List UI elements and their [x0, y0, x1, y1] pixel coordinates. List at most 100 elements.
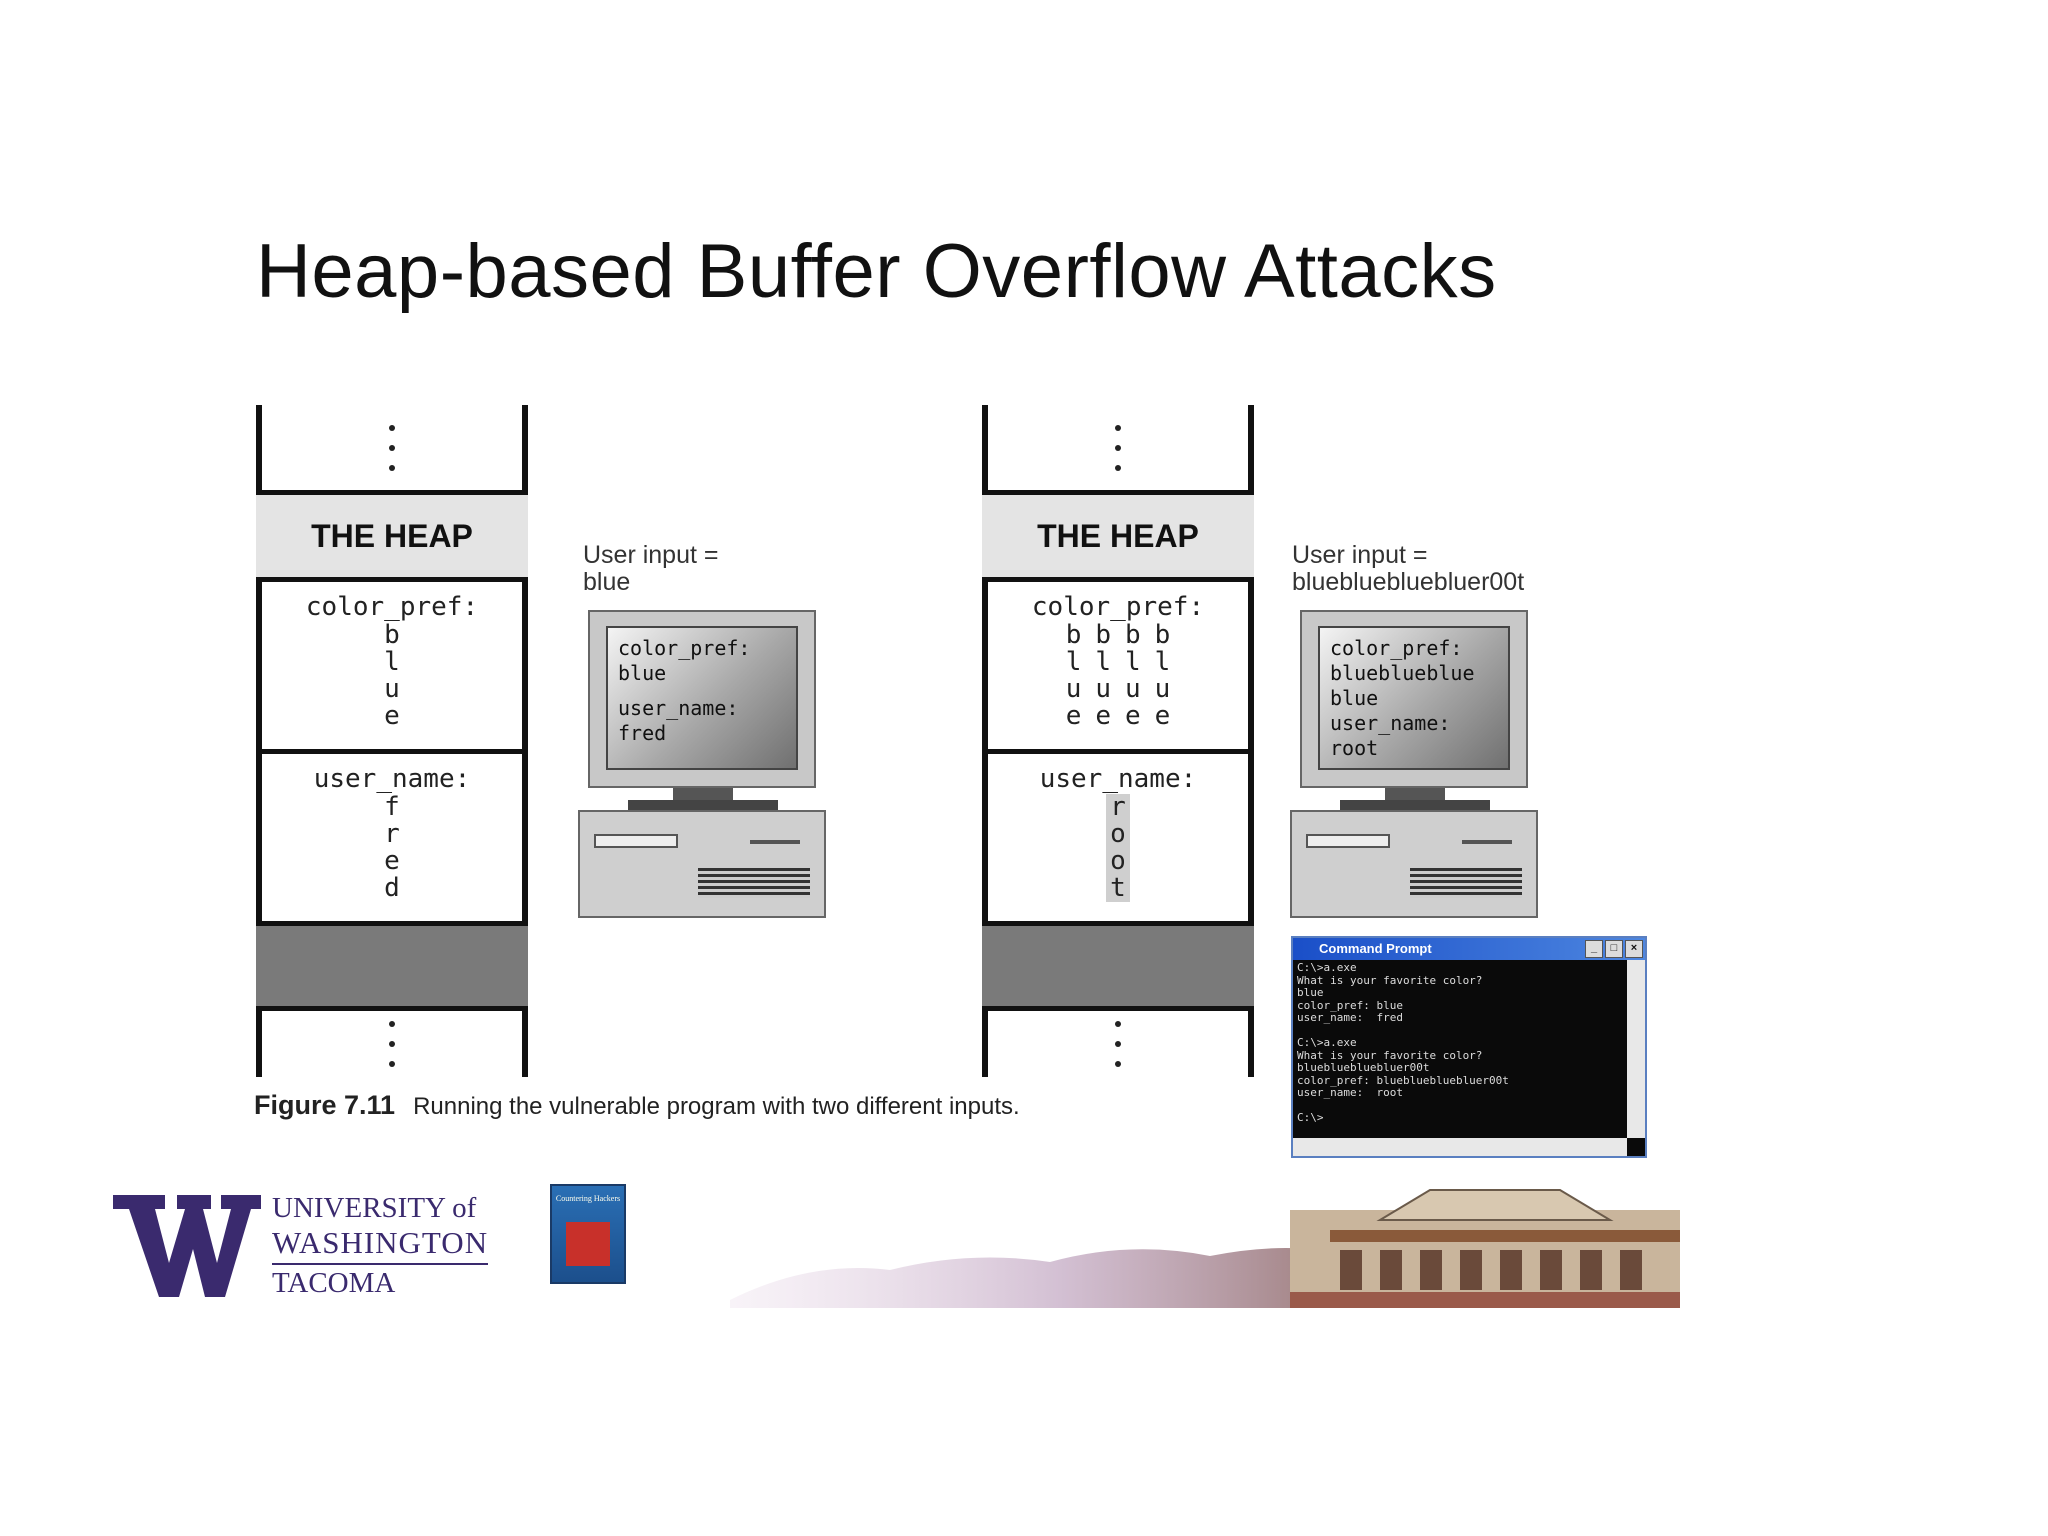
char: b — [384, 620, 400, 650]
char: d — [384, 873, 400, 903]
color-pref-chars: b l u e b l u e b l u e b l u e — [982, 622, 1254, 730]
char: e — [1154, 701, 1171, 731]
wordmark-line: UNIVERSITY of — [272, 1192, 477, 1224]
campus-building-illustration — [730, 1189, 1680, 1308]
char: e — [384, 846, 400, 876]
char: b — [1154, 620, 1171, 650]
console-line: user_name: fred — [1297, 1011, 1403, 1024]
computer-left: color_pref: blue user_name: fred — [578, 610, 828, 920]
char: f — [384, 792, 400, 822]
command-prompt-titlebar[interactable]: Command Prompt _ □ × — [1293, 938, 1645, 960]
minimize-icon[interactable]: _ — [1585, 940, 1603, 958]
char: l — [1095, 647, 1111, 677]
ellipsis-bottom — [982, 1011, 1254, 1077]
maximize-icon[interactable]: □ — [1605, 940, 1623, 958]
char: t — [1110, 873, 1126, 903]
color-pref-chars: b l u e — [256, 622, 528, 730]
console-line: color_pref: blue — [1297, 998, 1403, 1012]
console-line: What is your favorite color? — [1297, 1048, 1483, 1062]
char: l — [1154, 647, 1171, 677]
heap-header: THE HEAP — [982, 490, 1254, 582]
char: u — [1125, 674, 1141, 704]
color-pref-label: color_pref: — [1031, 592, 1205, 622]
caption-number: Figure 7.11 — [254, 1090, 396, 1120]
monitor-screen: color_pref: blueblueblue blue user_name:… — [1318, 626, 1510, 770]
char: o — [1110, 846, 1126, 876]
user-input-label: User input = — [583, 541, 719, 569]
caption-text: Running the vulnerable program with two … — [413, 1093, 1020, 1120]
ellipsis-top — [256, 405, 528, 490]
screen-line: color_pref: — [618, 636, 751, 660]
overwritten-chars: r o o t — [1106, 794, 1130, 902]
char: o — [1110, 819, 1126, 849]
char: u — [1095, 674, 1111, 704]
uw-wordmark: UNIVERSITY of WASHINGTON TACOMA — [272, 1192, 489, 1300]
char: l — [1125, 647, 1141, 677]
heap-header: THE HEAP — [256, 490, 528, 582]
figure-caption: Figure 7.11 Running the vulnerable progra… — [254, 1090, 1020, 1121]
color-pref-cell: color_pref: b l u e b l u e b l u e b — [982, 582, 1254, 754]
user-name-label: user_name: — [313, 764, 471, 794]
horizontal-scrollbar[interactable] — [1293, 1138, 1627, 1156]
user-input-right: User input = bluebluebluebluer00t — [1292, 542, 1524, 596]
screen-line: fred — [618, 721, 667, 745]
char: e — [384, 701, 400, 731]
char: l — [1065, 647, 1082, 677]
window-title: Command Prompt — [1319, 941, 1432, 956]
monitor-screen: color_pref: blue user_name: fred — [606, 626, 798, 770]
heap-filled-block — [982, 926, 1254, 1011]
char: e — [1065, 701, 1082, 731]
user-name-cell: user_name: f r e d — [256, 754, 528, 926]
console-line: C:\>a.exe — [1297, 961, 1357, 974]
char: b — [1065, 620, 1082, 650]
color-pref-label: color_pref: — [305, 592, 479, 622]
color-pref-cell: color_pref: b l u e — [256, 582, 528, 754]
wordmark-line: WASHINGTON — [272, 1225, 489, 1265]
screen-line: root — [1330, 736, 1379, 760]
user-input-value: bluebluebluebluer00t — [1292, 568, 1525, 596]
wordmark-line: TACOMA — [272, 1267, 396, 1299]
book-cover-image: Countering Hackers — [550, 1184, 626, 1284]
console-line: C:\>a.exe — [1297, 1036, 1357, 1049]
user-input-label: User input = — [1292, 541, 1428, 569]
screen-line: color_pref: — [1330, 636, 1463, 660]
char: u — [384, 674, 400, 704]
screen-line: user_name: — [1330, 711, 1451, 735]
char: b — [1125, 620, 1141, 650]
vertical-scrollbar[interactable] — [1627, 960, 1645, 1138]
computer-tower — [1290, 810, 1538, 918]
computer-tower — [578, 810, 826, 918]
console-line: user_name: root — [1297, 1086, 1403, 1099]
char: r — [384, 819, 400, 849]
slide-title: Heap-based Buffer Overflow Attacks — [256, 229, 1497, 314]
heap-filled-block — [256, 926, 528, 1011]
console-line: bluebluebluebluer00t — [1297, 1061, 1430, 1074]
screen-line: blue — [618, 661, 667, 685]
user-name-cell: user_name: r o o t — [982, 754, 1254, 926]
heap-diagram-right: THE HEAP color_pref: b l u e b l u e b l… — [982, 405, 1254, 1077]
monitor: color_pref: blueblueblue blue user_name:… — [1300, 610, 1528, 788]
console-line: color_pref: bluebluebluebluer00t — [1297, 1073, 1509, 1087]
screen-line: blue — [1330, 686, 1379, 710]
char: u — [1154, 674, 1171, 704]
console-line — [1297, 1100, 1621, 1113]
user-name-label: user_name: — [1039, 764, 1197, 794]
char: u — [1065, 674, 1082, 704]
ellipsis-bottom — [256, 1011, 528, 1077]
uw-w-logo-icon — [113, 1195, 261, 1297]
user-input-left: User input = blue — [583, 542, 719, 596]
screen-line: blueblueblue — [1330, 661, 1475, 685]
char: l — [384, 647, 400, 677]
console-line: What is your favorite color? — [1297, 973, 1483, 987]
char: e — [1125, 701, 1141, 731]
screen-line: user_name: — [618, 696, 739, 720]
char: r — [1110, 792, 1126, 822]
close-icon[interactable]: × — [1625, 940, 1643, 958]
char: e — [1095, 701, 1111, 731]
computer-right: color_pref: blueblueblue blue user_name:… — [1290, 610, 1540, 920]
book-title: Countering Hackers — [555, 1194, 621, 1203]
user-input-value: blue — [583, 568, 631, 596]
console-line: C:\> — [1297, 1111, 1324, 1124]
